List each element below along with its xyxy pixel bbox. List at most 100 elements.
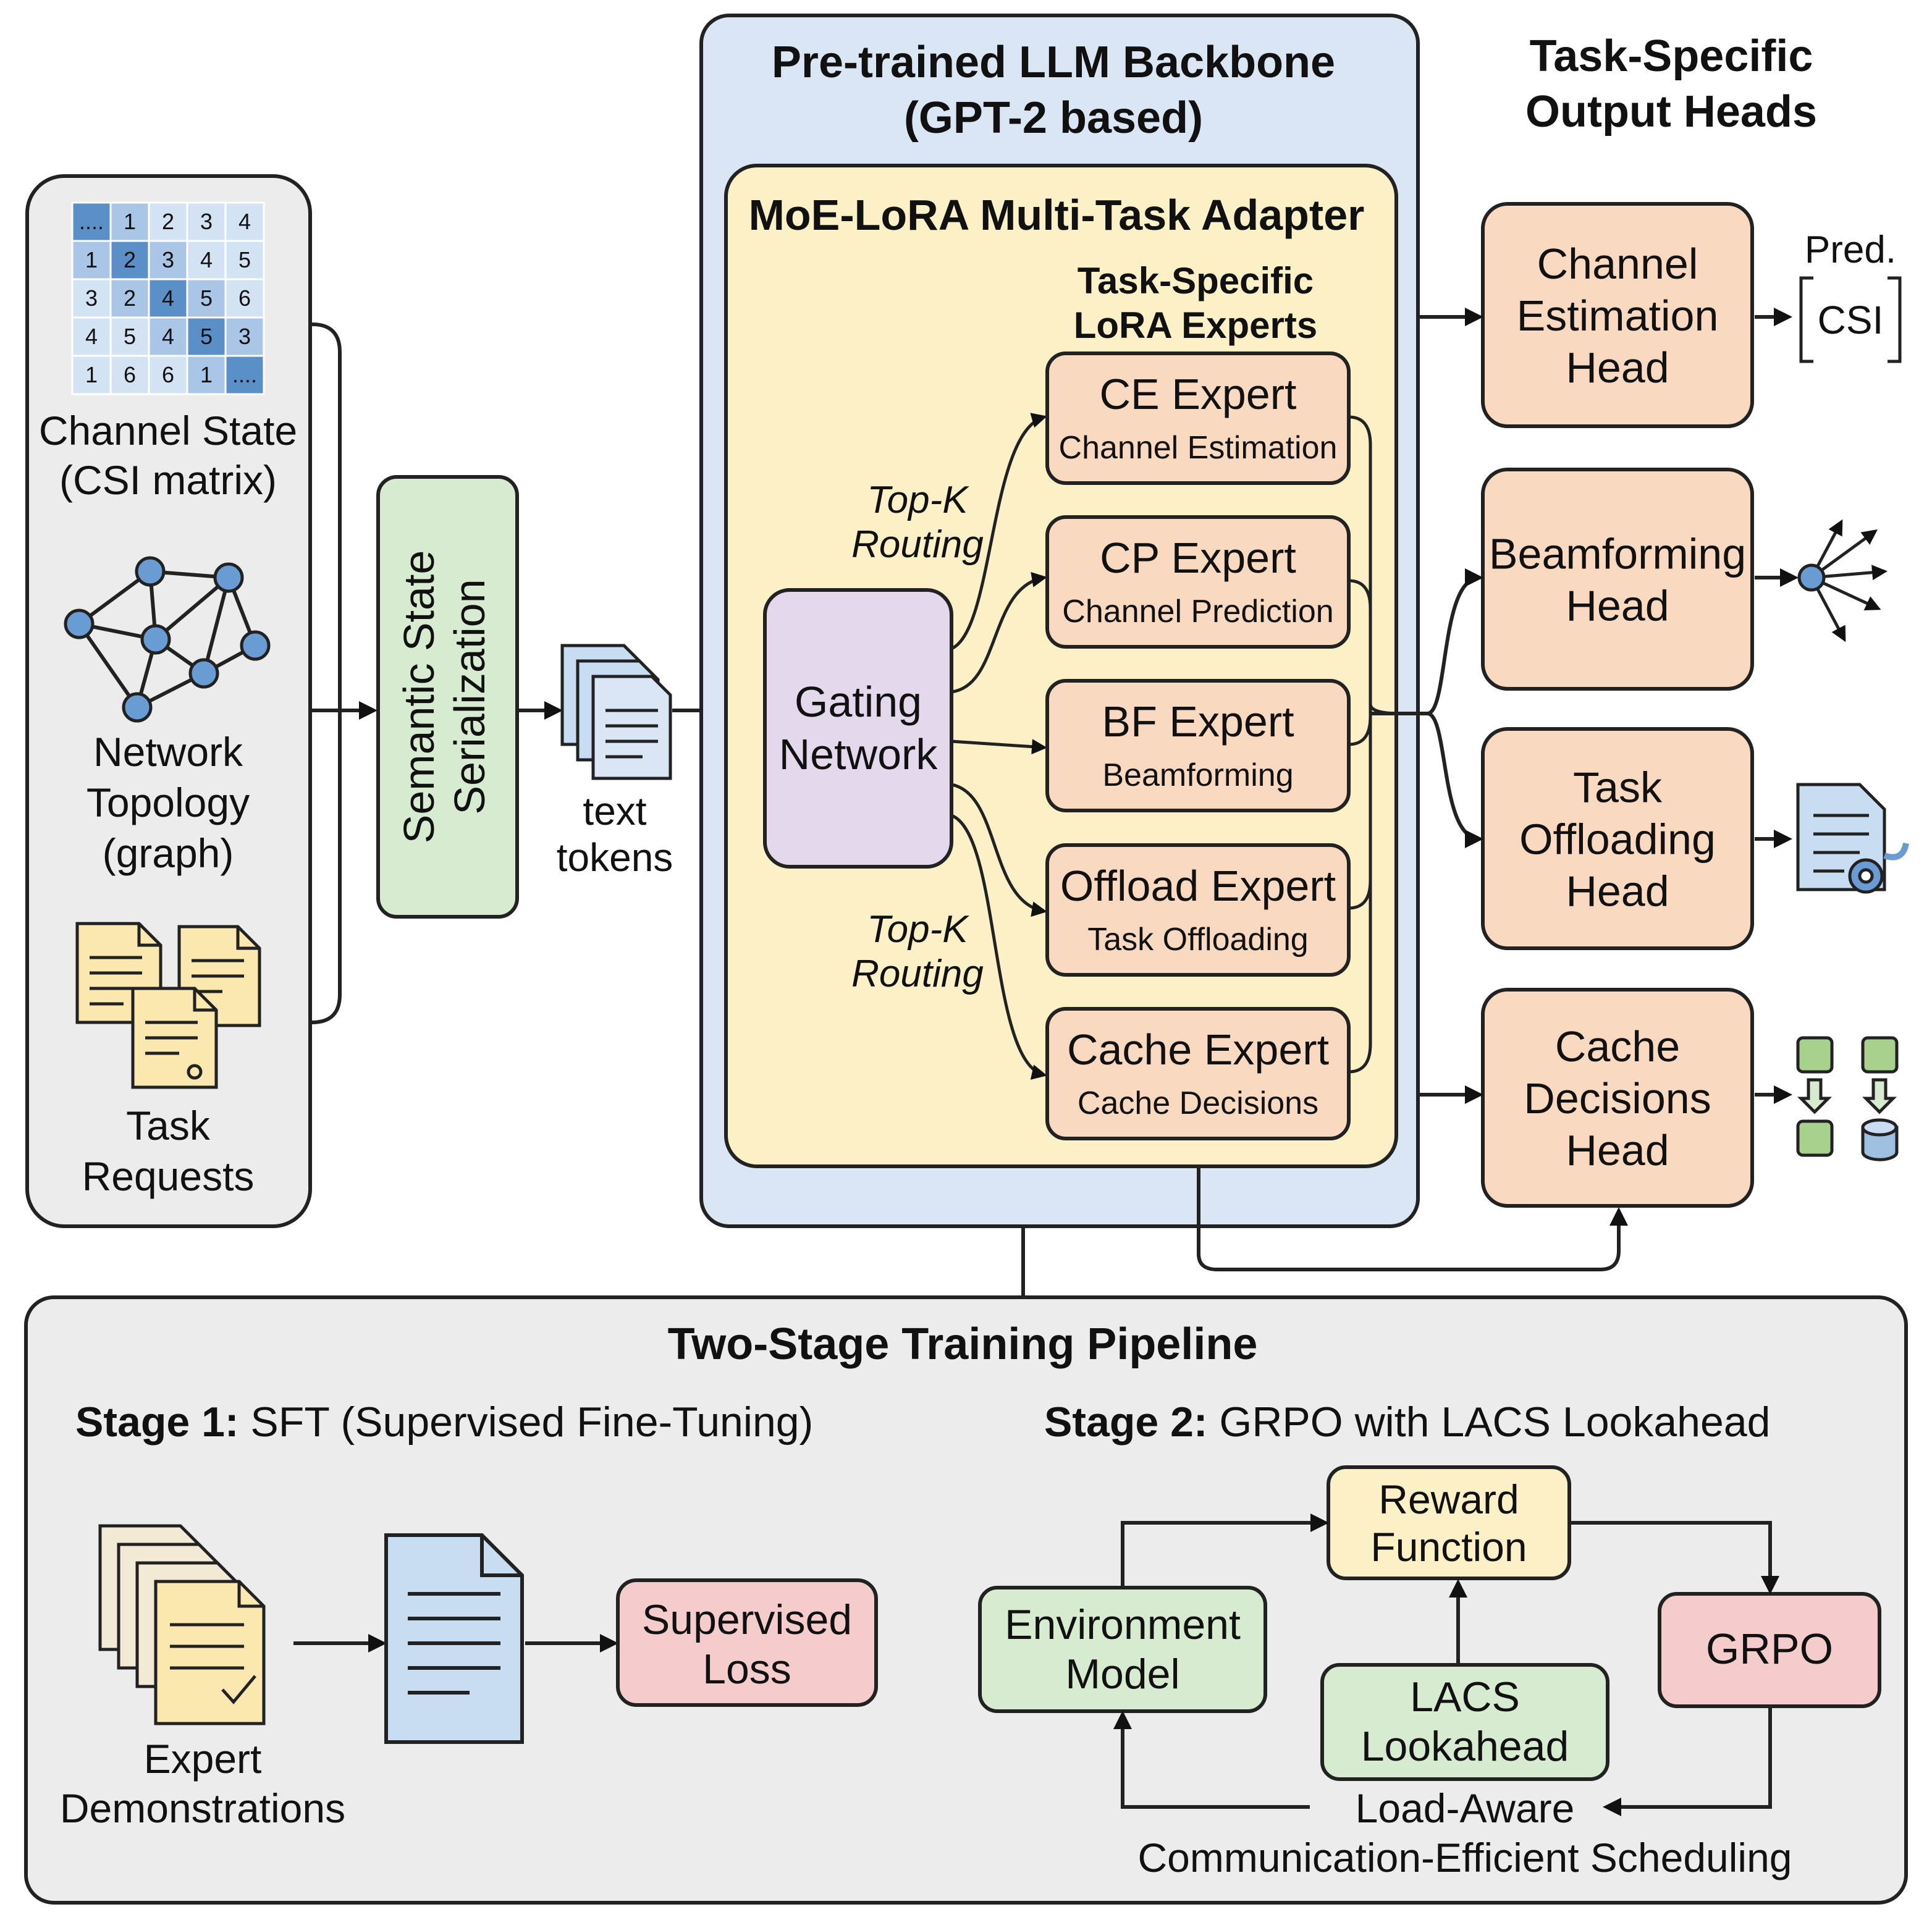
csi-output-label: CSI	[1818, 298, 1884, 342]
csi-cell	[224, 240, 265, 280]
topology-label-1: Network	[93, 729, 243, 775]
csi-cell-value: 1	[200, 362, 213, 387]
stage1-heading: Stage 1: SFT (Supervised Fine-Tuning)	[75, 1399, 813, 1446]
stage2-text: GRPO with LACS Lookahead	[1208, 1399, 1771, 1446]
csi-cell	[224, 278, 265, 319]
head-label: Head	[1566, 1126, 1669, 1174]
csi-cell-value: 6	[124, 362, 136, 387]
expert-name: BF Expert	[1102, 697, 1294, 746]
csi-cell-value: 1	[124, 209, 136, 234]
csi-cell-value: 6	[162, 362, 174, 387]
csi-cell-value: 2	[124, 285, 136, 311]
training-title: Two-Stage Training Pipeline	[668, 1320, 1258, 1369]
csi-cell-value: 4	[162, 285, 174, 311]
head-label: Beamforming	[1489, 530, 1746, 578]
csi-cell	[186, 278, 227, 319]
lacs-line-1: LACS	[1410, 1674, 1520, 1720]
env-line-2: Model	[1065, 1651, 1179, 1698]
expert-task: Task Offloading	[1087, 922, 1308, 958]
head-label: Head	[1566, 867, 1669, 916]
reward-line-2: Function	[1370, 1524, 1527, 1570]
loss-line-1: Supervised	[642, 1596, 852, 1643]
stage2-loop-arrows	[1113, 1514, 1779, 1816]
experts-title-2: LoRA Experts	[1074, 305, 1318, 346]
csi-cell	[148, 316, 188, 357]
supervised-loss-box	[616, 1578, 878, 1707]
csi-cell-value: 4	[238, 209, 251, 234]
head-label: Cache	[1555, 1022, 1680, 1071]
routing-bottom-1: Top-K	[867, 908, 969, 951]
csi-cell-value: 3	[200, 209, 213, 234]
backbone-title-1: Pre-trained LLM Backbone	[772, 38, 1335, 87]
expert-demo-2: Demonstrations	[60, 1785, 345, 1831]
csi-cell	[109, 316, 150, 357]
csi-label-1: Channel State	[39, 408, 297, 453]
expert-name: CE Expert	[1100, 370, 1297, 418]
expert-demo-1: Expert	[144, 1736, 262, 1782]
expert-task: Beamforming	[1102, 757, 1293, 793]
head-label: Decisions	[1524, 1074, 1711, 1122]
head-label: Task	[1573, 764, 1663, 812]
head-label: Offloading	[1519, 815, 1716, 864]
stage1-bold: Stage 1:	[75, 1399, 239, 1446]
csi-cell	[148, 355, 188, 395]
csi-cell	[224, 355, 265, 395]
reward-line-1: Reward	[1378, 1476, 1519, 1522]
csi-cell-value: 1	[85, 362, 98, 387]
csi-cell-value: 2	[162, 209, 174, 234]
csi-cell	[109, 278, 150, 319]
csi-cell-value: 2	[124, 247, 136, 272]
heads-group: ChannelEstimationHeadBeamformingHeadTask…	[1481, 202, 1754, 1208]
topology-label-3: (graph)	[103, 830, 234, 876]
lacs-full-1: Load-Aware	[1356, 1785, 1575, 1831]
routing-arrows	[950, 413, 1047, 1080]
expert-name: Cache Expert	[1067, 1025, 1329, 1074]
csi-cell-value: 3	[85, 285, 98, 311]
csi-cell-value: 4	[200, 247, 213, 272]
csi-cell	[109, 355, 150, 395]
training-document-icon	[384, 1533, 524, 1744]
csi-cell-value: 4	[85, 324, 98, 349]
task-offloading-icon	[1796, 783, 1909, 894]
heads-title-1: Task-Specific	[1530, 32, 1813, 81]
stage1-text: SFT (Supervised Fine-Tuning)	[239, 1399, 814, 1446]
expert-demonstrations-icon	[98, 1524, 266, 1725]
input-bracket	[311, 322, 342, 1024]
serialization-line-2: Serialization	[445, 579, 494, 814]
csi-cell-value: 5	[200, 324, 213, 349]
grpo-label: GRPO	[1706, 1625, 1833, 1673]
topology-label-2: Topology	[86, 780, 250, 825]
expert-task: Channel Prediction	[1062, 594, 1333, 629]
gating-network-box	[763, 588, 953, 869]
csi-cell-value: ....	[79, 209, 104, 234]
lacs-full-2: Communication-Efficient Scheduling	[1138, 1835, 1792, 1880]
csi-cell-value: 6	[238, 285, 251, 311]
heads-title-2: Output Heads	[1525, 87, 1817, 137]
loss-line-2: Loss	[702, 1646, 791, 1693]
expert-box	[1045, 843, 1351, 977]
csi-bracket-right	[1888, 276, 1902, 363]
stage2-bold: Stage 2:	[1044, 1399, 1208, 1446]
beam-icon	[1797, 519, 1888, 642]
task-requests-icon	[75, 922, 261, 1089]
csi-bracket-left	[1799, 276, 1813, 363]
semantic-serialization-box	[376, 475, 519, 919]
pred-label: Pred.	[1805, 229, 1896, 271]
csi-cell-value: 5	[238, 247, 251, 272]
stage2-heading: Stage 2: GRPO with LACS Lookahead	[1044, 1399, 1770, 1446]
csi-cell	[71, 201, 112, 242]
experts-title-1: Task-Specific	[1078, 260, 1314, 301]
csi-cell-value: 5	[124, 324, 136, 349]
routing-top-2: Routing	[851, 523, 984, 566]
gating-line-2: Network	[779, 730, 939, 778]
csi-cell-value: 5	[200, 285, 213, 311]
csi-cell	[148, 201, 188, 242]
backbone-title-2: (GPT-2 based)	[904, 93, 1203, 143]
task-label-2: Requests	[82, 1153, 255, 1199]
expert-task: Channel Estimation	[1059, 430, 1338, 466]
csi-cell	[148, 240, 188, 280]
routing-top-1: Top-K	[867, 479, 969, 521]
head-label: Head	[1566, 343, 1669, 392]
csi-cell	[186, 316, 227, 357]
